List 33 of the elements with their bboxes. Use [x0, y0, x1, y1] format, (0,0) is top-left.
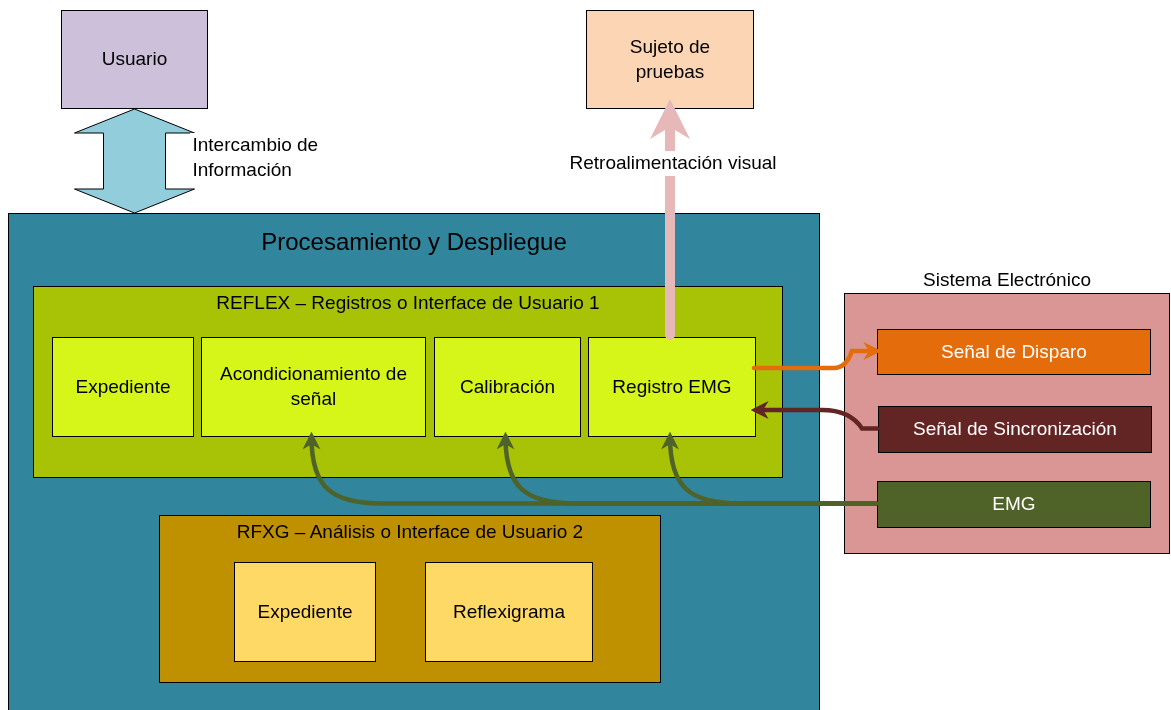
box-label: Expediente	[74, 374, 172, 399]
box-label: Reflexigrama	[452, 599, 566, 624]
arrow	[750, 401, 880, 431]
process-box	[234, 562, 376, 662]
process-box	[877, 481, 1151, 528]
box-label: Registro EMG	[611, 374, 733, 399]
group-box	[8, 213, 820, 710]
group-title: Sistema Electrónico	[922, 268, 1092, 292]
process-box	[425, 562, 593, 662]
group-title: REFLEX – Registros o Interface de Usuario 1	[215, 291, 601, 315]
arrow	[661, 431, 879, 506]
box-label: Calibración	[458, 374, 556, 399]
process-box	[878, 406, 1152, 453]
group-box	[33, 286, 783, 478]
process-box	[61, 10, 208, 109]
process-box	[52, 337, 194, 437]
block-arrow	[74, 108, 195, 214]
box-label: EMG	[991, 492, 1037, 517]
group-title: RFXG – Análisis o Interface de Usuario 2	[235, 520, 585, 544]
process-box	[586, 10, 754, 109]
box-label: Señal de Disparo	[940, 339, 1088, 364]
box-label: Señal de Sincronización	[912, 417, 1118, 442]
group-box	[159, 515, 661, 683]
arrow	[650, 99, 690, 340]
box-label: Expediente	[256, 599, 354, 624]
process-box	[877, 329, 1151, 375]
process-box	[588, 337, 756, 437]
process-box	[201, 337, 426, 437]
group-title: Procesamiento y Despliegue	[260, 227, 568, 257]
box-label: Usuario	[100, 47, 169, 72]
box-label: Sujeto de pruebas	[628, 34, 712, 84]
box-label: Acondicionamiento de señal	[219, 362, 408, 411]
process-box	[434, 337, 581, 437]
